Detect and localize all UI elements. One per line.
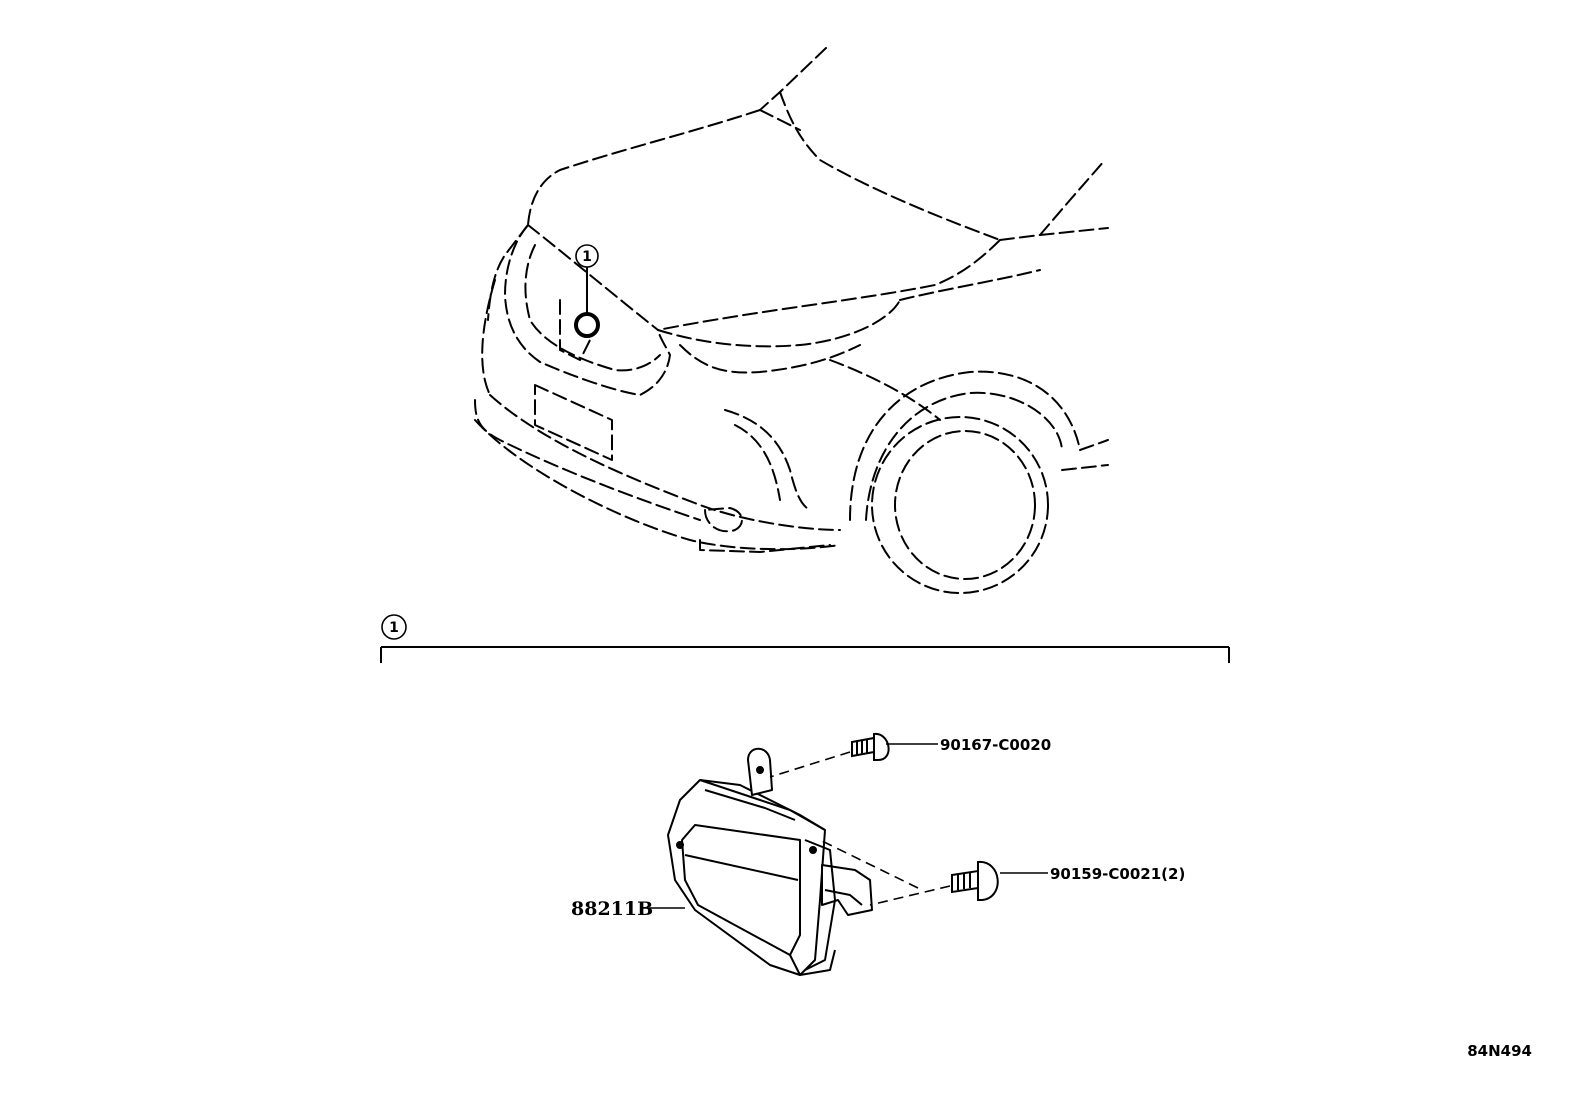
- vehicle-callout[interactable]: 1: [574, 244, 600, 338]
- label-bolt-upper[interactable]: 90167-C0020: [886, 736, 1051, 754]
- vehicle-callout-number: 1: [582, 249, 592, 265]
- part-number-bolt-lower: 90159-C0021(2): [1050, 865, 1185, 883]
- bracket-callout-number: 1: [389, 620, 399, 636]
- section-bracket: 1: [380, 614, 1230, 663]
- drawing-code: 84N494: [1467, 1042, 1532, 1060]
- vehicle-front-illustration: [474, 47, 1109, 594]
- label-module[interactable]: 88211B: [571, 898, 685, 920]
- bolt-upper-illustration: [851, 732, 890, 761]
- sensor-location-marker: [574, 312, 600, 338]
- assembly-guide-lines: [769, 751, 951, 906]
- label-bolt-lower[interactable]: 90159-C0021(2): [1000, 865, 1185, 883]
- radar-sensor-module[interactable]: [667, 747, 873, 976]
- bolt-lower-illustration: [951, 860, 999, 901]
- part-number-module: 88211B: [571, 898, 653, 920]
- part-number-bolt-upper: 90167-C0020: [940, 736, 1051, 754]
